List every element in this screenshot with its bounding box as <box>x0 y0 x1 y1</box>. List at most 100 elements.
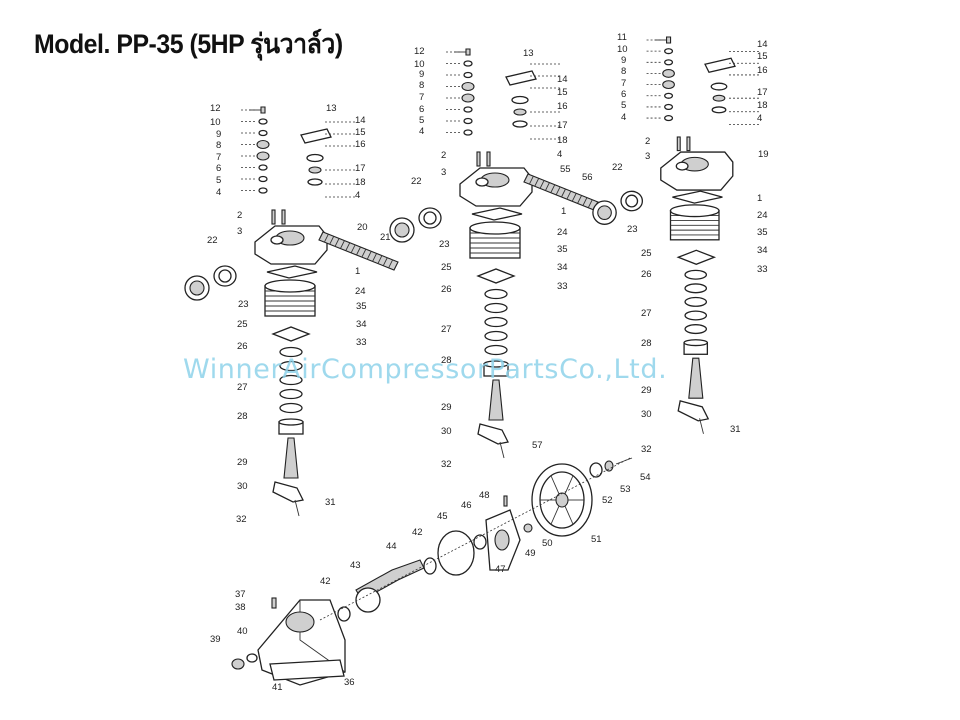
callout-right-14: 14 <box>757 39 768 50</box>
callout-bottom-50: 50 <box>542 538 553 549</box>
flywheel-hub-part <box>555 492 569 508</box>
washer-part <box>664 48 674 55</box>
head-gasket-part <box>266 265 318 279</box>
callout-left-30: 30 <box>237 481 248 492</box>
callout-left-21: 21 <box>380 232 391 243</box>
valve-seat-part <box>712 94 726 102</box>
pipe-coil <box>528 175 534 185</box>
pipe-coil <box>366 251 372 260</box>
callout-middle-9: 9 <box>419 69 424 80</box>
callout-middle-8: 8 <box>419 80 424 91</box>
callout-bottom-44: 44 <box>386 541 397 552</box>
pipe-coil <box>382 257 388 266</box>
valve-cap-part <box>256 139 270 150</box>
callout-middle-25: 25 <box>441 262 452 273</box>
pipe-coil <box>539 180 545 189</box>
flywheel-spoke <box>550 505 560 525</box>
washer-part <box>258 175 268 183</box>
callout-right-31: 31 <box>730 424 741 435</box>
callout-right-11: 11 <box>617 32 627 43</box>
base-gasket-part <box>476 268 516 284</box>
filter-element-part <box>218 269 232 283</box>
callout-right-24: 24 <box>757 210 768 221</box>
head-port-part <box>675 161 689 171</box>
piston-ring-part <box>279 360 303 372</box>
pipe-coil <box>534 178 540 187</box>
crankcase-assembly <box>231 457 633 686</box>
callout-left-4: 4 <box>216 187 221 198</box>
rod-bolt-part <box>699 418 704 434</box>
callout-bottom-54: 54 <box>640 472 651 483</box>
callout-middle-23: 23 <box>439 239 450 250</box>
callout-left-23: 23 <box>238 299 249 310</box>
washer-part <box>463 129 473 136</box>
air-filter-core-part <box>189 280 205 296</box>
pipe-coil <box>340 240 345 249</box>
callout-bottom-47: 47 <box>495 564 506 575</box>
flywheel-spoke <box>564 505 574 525</box>
callout-bottom-53: 53 <box>620 484 631 495</box>
callout-middle-12: 12 <box>414 46 425 57</box>
piston-ring-part <box>484 330 508 342</box>
flywheel-spoke <box>550 475 560 495</box>
piston-ring-part <box>684 269 708 280</box>
cylinder-assembly-right <box>592 36 760 434</box>
callout-right-22: 22 <box>612 162 623 173</box>
callout-left-28: 28 <box>237 411 248 422</box>
callout-right-27: 27 <box>641 308 652 319</box>
callout-right-2: 2 <box>645 136 650 147</box>
callout-middle-17: 17 <box>557 120 568 131</box>
valve-cap-part <box>662 69 675 78</box>
washer-part <box>258 187 268 194</box>
pipe-coil <box>571 193 577 202</box>
o-ring-part <box>511 95 529 105</box>
pipe-coil <box>361 248 367 258</box>
callout-right-18: 18 <box>757 100 768 111</box>
pipe-coil <box>356 246 361 256</box>
washer-part <box>664 92 674 99</box>
cylinder-bore-part <box>264 279 316 293</box>
callout-middle-5: 5 <box>419 115 424 126</box>
callout-right-15: 15 <box>757 51 768 62</box>
callout-middle-34: 34 <box>557 262 568 273</box>
callout-left-16: 16 <box>355 139 366 150</box>
washer-part <box>664 103 674 111</box>
piston-ring-part <box>484 316 508 328</box>
callout-middle-24: 24 <box>557 227 568 238</box>
filter-element-part <box>625 194 639 208</box>
callout-left-2: 2 <box>237 210 242 221</box>
callout-bottom-42: 42 <box>412 527 423 538</box>
callout-right-19: 19 <box>758 149 769 160</box>
callout-bottom-52: 52 <box>602 495 613 506</box>
callout-right-4: 4 <box>757 113 762 124</box>
callout-left-7: 7 <box>216 152 221 163</box>
callout-right-32: 32 <box>641 444 652 455</box>
cylinder-bore-part <box>669 204 720 218</box>
washer-part <box>664 59 674 66</box>
piston-top-part <box>278 418 304 426</box>
rod-cap-part <box>677 400 710 422</box>
callout-bottom-42: 42 <box>320 576 331 587</box>
callout-left-4: 4 <box>355 190 360 201</box>
callout-bottom-39: 39 <box>210 634 221 645</box>
pipe-coil <box>582 197 588 206</box>
key-part <box>523 523 533 533</box>
callout-left-5: 5 <box>216 175 221 186</box>
callout-left-27: 27 <box>237 382 248 393</box>
pipe-coil <box>550 184 556 193</box>
valve-seat-part <box>513 108 527 116</box>
callout-left-9: 9 <box>216 129 221 140</box>
callout-middle-28: 28 <box>441 355 452 366</box>
unloader-cover-part <box>300 128 332 144</box>
piston-ring-part <box>279 402 303 414</box>
callout-middle-10: 10 <box>414 59 425 70</box>
callout-bottom-48: 48 <box>479 490 490 501</box>
crankcase-bore-part <box>285 611 315 633</box>
callout-left-8: 8 <box>216 140 221 151</box>
callout-middle-1: 1 <box>561 206 566 217</box>
connecting-rod-part <box>488 379 504 421</box>
valve-cap-part <box>256 151 270 161</box>
piston-ring-part <box>279 346 303 358</box>
callout-left-1: 1 <box>355 266 360 277</box>
